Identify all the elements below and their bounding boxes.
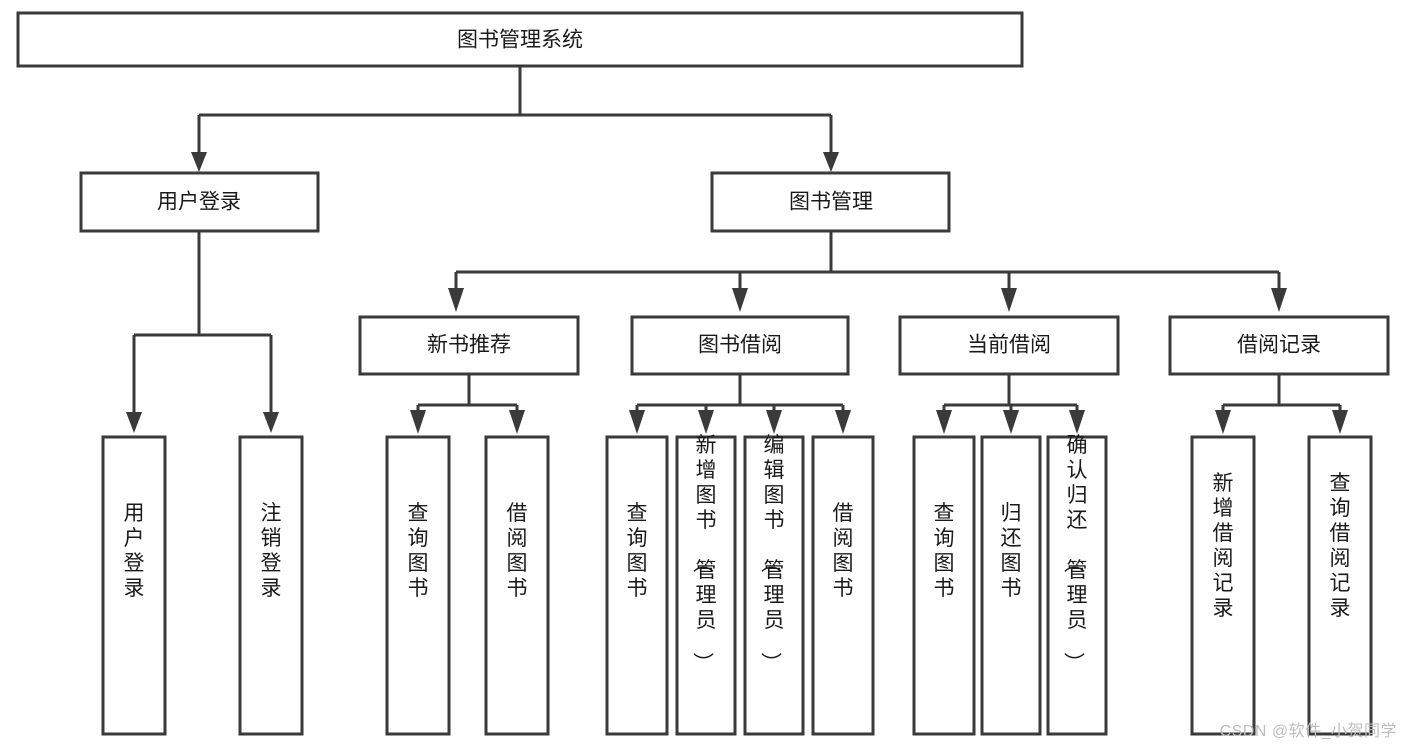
node-book-borrow-label: 图书借阅 — [698, 334, 782, 357]
arrow-head-leaf-logout — [263, 412, 279, 433]
arrow-head-currentborrow-leaf-3 — [1069, 410, 1085, 434]
arrow-head-newbook-leaf-2 — [509, 410, 525, 434]
connector-layer — [126, 66, 1348, 434]
arrow-head-new-book-rec — [448, 288, 464, 312]
node-leaf-logout[interactable]: 注销登录 — [238, 435, 304, 736]
arrow-head-borrow-record — [1271, 288, 1287, 312]
arrow-head-currentborrow-leaf-2 — [1003, 410, 1019, 434]
node-leaf-add-book-admin[interactable]: 新增图书（管理员） — [675, 434, 737, 736]
node-leaf-add-borrow-record[interactable]: 新增借阅记录 — [1190, 435, 1256, 736]
node-borrow-record-label: 借阅记录 — [1237, 334, 1321, 357]
node-leaf-query-borrow-record-label: 查询借阅记录 — [1330, 472, 1351, 620]
csdn-watermark: CSDN @软件_小贺同学 — [1219, 723, 1397, 740]
node-leaf-logout-label: 注销登录 — [261, 502, 282, 600]
node-leaf-add-book-admin-label: 新增图书（管理员） — [691, 434, 717, 673]
node-leaf-borrow-book-borrow-label: 借阅图书 — [833, 502, 854, 600]
node-leaf-query-book-newbook-label: 查询图书 — [408, 502, 429, 600]
arrow-head-bookborrow-leaf-1 — [629, 410, 645, 434]
node-leaf-add-borrow-record-label: 新增借阅记录 — [1213, 472, 1234, 620]
node-leaf-query-book-newbook[interactable]: 查询图书 — [385, 435, 451, 736]
node-leaf-edit-book-admin-label: 编辑图书（管理员） — [759, 434, 785, 673]
node-leaf-query-book-current[interactable]: 查询图书 — [912, 435, 976, 736]
node-leaf-user-login[interactable]: 用户登录 — [101, 435, 167, 736]
arrow-head-book-mgmt — [823, 152, 839, 172]
node-book-management[interactable]: 图书管理 — [710, 171, 951, 233]
node-new-book-recommend[interactable]: 新书推荐 — [358, 315, 580, 376]
node-root-book-management-system[interactable]: 图书管理系统 — [16, 11, 1024, 68]
node-leaf-borrow-book-newbook-label: 借阅图书 — [507, 502, 528, 600]
node-user-login[interactable]: 用户登录 — [79, 171, 320, 233]
arrow-head-bookborrow-leaf-2 — [698, 410, 714, 434]
arrow-head-bookborrow-leaf-4 — [835, 410, 851, 434]
arrow-head-borrowrecord-leaf-2 — [1332, 410, 1348, 434]
node-leaf-query-book-current-label: 查询图书 — [934, 502, 955, 600]
arrow-head-bookborrow-leaf-3 — [766, 410, 782, 434]
node-leaf-user-login-label: 用户登录 — [124, 502, 145, 600]
arrow-head-currentborrow-leaf-1 — [936, 410, 952, 434]
node-leaf-return-book[interactable]: 归还图书 — [980, 435, 1042, 736]
node-current-borrow[interactable]: 当前借阅 — [898, 315, 1120, 376]
node-leaf-return-book-label: 归还图书 — [1001, 502, 1022, 600]
node-book-management-label: 图书管理 — [789, 191, 873, 214]
node-leaf-query-book-borrow-label: 查询图书 — [627, 502, 648, 600]
node-leaf-edit-book-admin[interactable]: 编辑图书（管理员） — [743, 434, 805, 736]
arrow-head-borrowrecord-leaf-1 — [1215, 410, 1231, 434]
arrow-head-newbook-leaf-1 — [410, 410, 426, 434]
node-leaf-confirm-return-admin[interactable]: 确认归还（管理员） — [1046, 434, 1108, 736]
arrow-head-leaf-user-login — [126, 412, 142, 433]
node-leaf-confirm-return-admin-label: 确认归还（管理员） — [1062, 434, 1088, 673]
node-root-label: 图书管理系统 — [457, 29, 583, 52]
arrow-head-current-borrow — [1001, 288, 1017, 312]
node-leaf-query-book-borrow[interactable]: 查询图书 — [605, 435, 669, 736]
arrow-head-user-login — [191, 152, 207, 172]
node-book-borrow[interactable]: 图书借阅 — [630, 315, 850, 376]
node-current-borrow-label: 当前借阅 — [967, 334, 1051, 357]
node-leaf-borrow-book-borrow[interactable]: 借阅图书 — [811, 435, 875, 736]
node-borrow-record[interactable]: 借阅记录 — [1168, 315, 1390, 376]
arrow-head-book-borrow — [732, 288, 748, 312]
node-user-login-label: 用户登录 — [157, 191, 241, 214]
node-leaf-query-borrow-record[interactable]: 查询借阅记录 — [1307, 435, 1373, 736]
node-new-book-recommend-label: 新书推荐 — [427, 334, 511, 357]
node-leaf-borrow-book-newbook[interactable]: 借阅图书 — [484, 435, 550, 736]
